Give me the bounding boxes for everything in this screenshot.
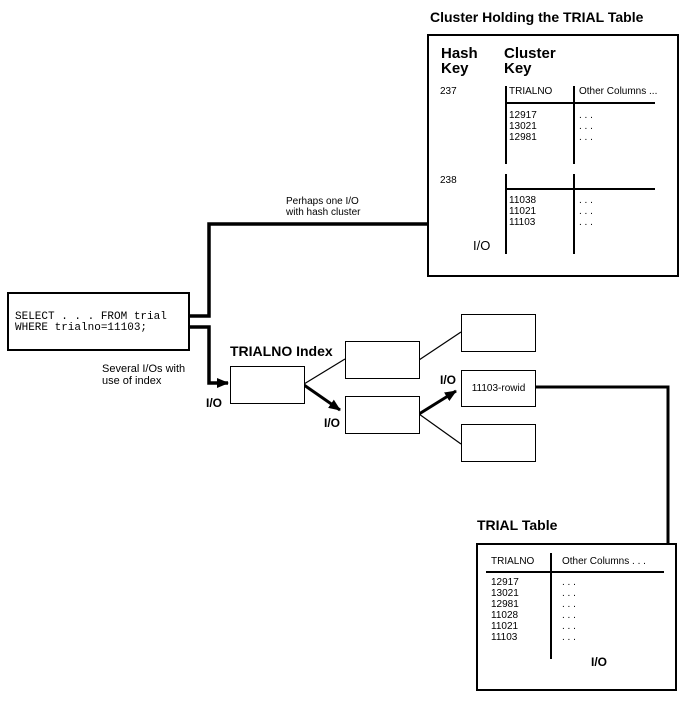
cell: 11103: [491, 632, 518, 643]
label-line: Several I/Os with: [102, 363, 186, 375]
divider: [550, 553, 552, 659]
io-label: I/O: [206, 396, 223, 410]
column-header: TRIALNO: [509, 86, 553, 97]
cell: . . .: [579, 110, 593, 121]
index-leaf-rowid: 11103-rowid: [461, 370, 536, 407]
cell: 11103: [509, 217, 536, 228]
cell: . . .: [579, 121, 593, 132]
index-leaf-node: [461, 314, 536, 352]
cell: . . .: [562, 610, 576, 621]
cell: 12917: [491, 577, 519, 588]
index-title: TRIALNO Index: [230, 343, 333, 359]
cell: . . .: [579, 195, 593, 206]
sql-line: WHERE trialno=11103;: [15, 322, 148, 334]
index-root-node: [230, 366, 305, 404]
cell: 11038: [509, 195, 537, 206]
trial-table-box: TRIALNO Other Columns . . . 12917 13021 …: [476, 543, 677, 691]
column-header: Other Columns . . .: [562, 556, 646, 567]
cell: 12917: [509, 110, 537, 121]
sql-line: SELECT . . . FROM trial: [15, 311, 167, 323]
cluster-title: Cluster Holding the TRIAL Table: [430, 9, 644, 25]
divider: [505, 86, 507, 164]
cell: 11021: [491, 621, 519, 632]
cell: 13021: [509, 121, 537, 132]
divider: [505, 102, 655, 104]
cell: 12981: [491, 599, 519, 610]
cell: . . .: [562, 577, 576, 588]
index-path: [190, 325, 229, 388]
divider: [505, 174, 507, 254]
io-label: I/O: [440, 373, 457, 387]
cell: . . .: [562, 588, 576, 599]
label-line: use of index: [102, 375, 162, 387]
index-leaf-node: [461, 424, 536, 462]
cluster-key-header: Cluster Key: [504, 45, 556, 77]
label-line: Perhaps one I/O: [286, 196, 359, 207]
cell: . . .: [562, 632, 576, 643]
cell: . . .: [579, 206, 593, 217]
sql-query-box: SELECT . . . FROM trial WHERE trialno=11…: [7, 292, 190, 351]
tree-edge: [303, 358, 346, 385]
cell: 13021: [491, 588, 519, 599]
column-header: Other Columns ...: [579, 86, 658, 97]
tree-edge: [418, 413, 462, 445]
search-edge: [303, 383, 341, 412]
io-label: I/O: [324, 416, 341, 430]
cell: 11021: [509, 206, 537, 217]
divider: [486, 571, 664, 573]
column-header: TRIALNO: [491, 556, 535, 567]
divider: [573, 86, 575, 164]
divider: [573, 174, 575, 254]
divider: [505, 188, 655, 190]
index-branch-node: [345, 396, 420, 434]
label-line: with hash cluster: [286, 207, 361, 218]
trial-table-title: TRIAL Table: [477, 517, 558, 533]
cell: . . .: [562, 621, 576, 632]
cell: 12981: [509, 132, 537, 143]
index-path-label: Several I/Os with use of index: [102, 363, 185, 387]
cluster-box: Hash Key Cluster Key 237 TRIALNO Other C…: [427, 34, 679, 277]
cell: 11028: [491, 610, 519, 621]
hash-key-header: Hash Key: [441, 45, 478, 77]
hash-value: 238: [440, 175, 457, 186]
index-branch-node: [345, 341, 420, 379]
cell: . . .: [579, 132, 593, 143]
hash-path-label: Perhaps one I/O with hash cluster: [286, 196, 360, 218]
io-label: I/O: [591, 655, 608, 669]
io-label: I/O: [473, 238, 491, 253]
cell: . . .: [579, 217, 593, 228]
hash-cluster-path: [190, 219, 496, 318]
tree-edge: [418, 331, 462, 361]
cell: . . .: [562, 599, 576, 610]
search-edge: [418, 389, 457, 416]
hash-value: 237: [440, 86, 457, 97]
